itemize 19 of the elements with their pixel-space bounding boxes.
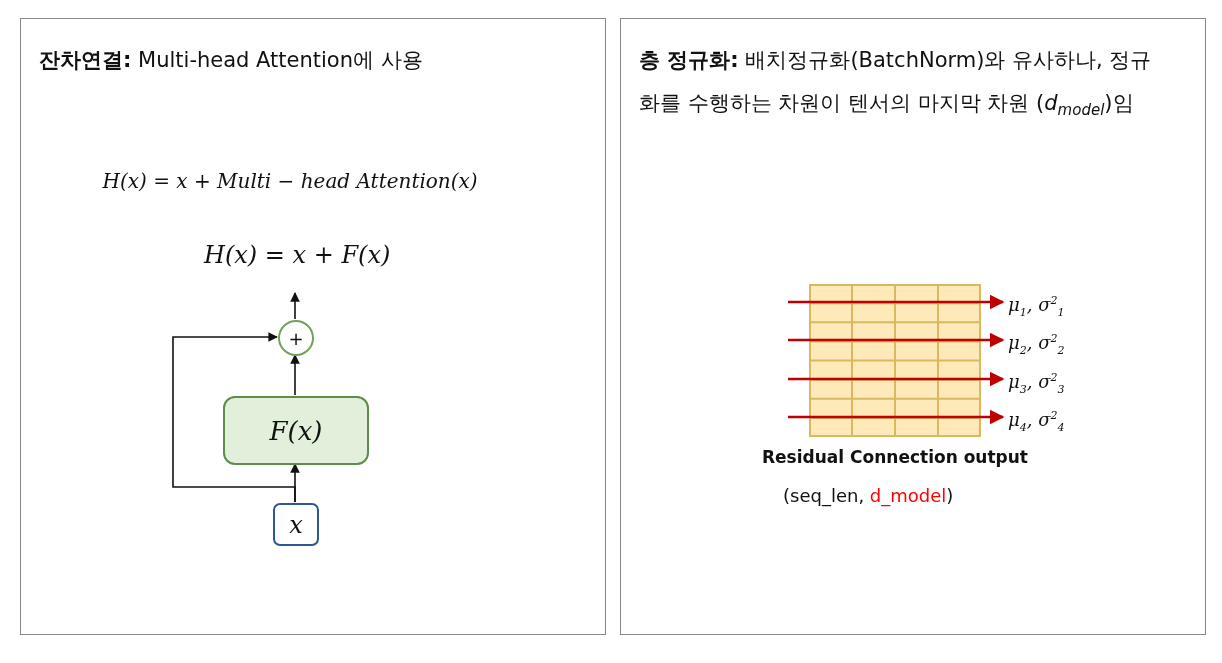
process-box: x	[273, 503, 319, 546]
arrow	[788, 371, 1005, 387]
card-panel	[20, 18, 606, 635]
arrow	[788, 294, 1005, 310]
panel-heading: 층 정규화: 배치정규화(BatchNorm)와 유사하나, 정규화를 수행하는 차원이 텐서의 마지막 차원 (d$_{model}$)임	[639, 47, 1153, 122]
caption-text: Residual Connection output	[762, 447, 1028, 467]
panel-heading: 잔차연결: Multi-head Attention에 사용	[39, 47, 424, 74]
sum-circle: +	[278, 320, 314, 356]
tensor-grid	[809, 284, 981, 437]
process-box: F(x)	[223, 396, 369, 465]
arrow	[788, 332, 1005, 348]
arrow	[290, 292, 300, 320]
arrow	[290, 354, 300, 396]
card-panel	[620, 18, 1206, 635]
arrow	[172, 332, 296, 503]
formula: H(x) = x + F(x)	[204, 241, 391, 269]
arrow	[788, 409, 1005, 425]
caption-text: (seq_len, d_model)	[783, 485, 954, 506]
formula: H(x) = x + Multi − head Attention(x)	[102, 169, 478, 193]
